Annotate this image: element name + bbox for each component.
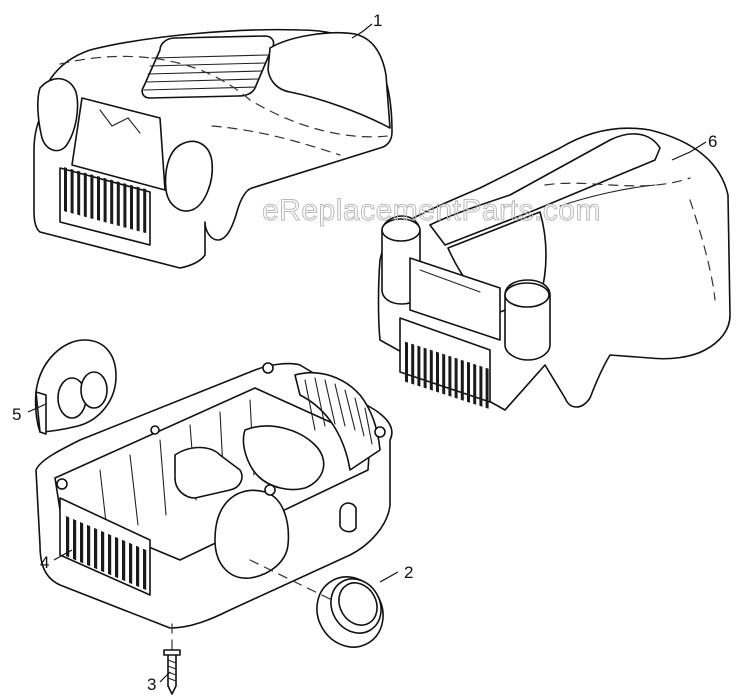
vent-slat <box>130 184 133 230</box>
vent-slat <box>136 545 140 588</box>
leader-lines <box>27 23 707 683</box>
vent-slat <box>454 357 458 399</box>
vent-slat <box>115 536 119 579</box>
vent-slat <box>417 345 421 387</box>
vent-slat <box>485 367 489 409</box>
callout-4: 4 <box>40 553 49 572</box>
callout-1: 1 <box>373 11 382 30</box>
vent-slat <box>103 177 107 223</box>
vent-slat <box>442 353 446 395</box>
vent-slat <box>143 548 147 591</box>
callout-3: 3 <box>147 675 156 694</box>
vent-slat <box>129 542 133 585</box>
part-1-vent-grille <box>64 167 147 234</box>
part-3-screw <box>163 623 181 695</box>
vent-slat <box>90 174 94 220</box>
vent-slat <box>70 168 74 214</box>
callout-6: 6 <box>708 132 717 151</box>
vent-slat <box>479 365 483 407</box>
part-5-side-cap <box>34 339 117 435</box>
vent-slat <box>97 175 100 221</box>
vent-slat <box>143 188 147 234</box>
vent-slat <box>94 527 98 570</box>
part-1-top-cover <box>33 28 393 269</box>
vent-slat <box>73 518 77 561</box>
part-2-wheel-cap <box>316 576 384 648</box>
vent-slat <box>123 183 127 228</box>
vent-slat <box>429 349 433 391</box>
part-6-motor-housing <box>377 127 731 411</box>
vent-slat <box>122 539 126 582</box>
part-4-vent-grille <box>66 516 147 591</box>
vent-slat <box>136 186 140 232</box>
vent-slat <box>80 521 84 564</box>
part-4-base-tray <box>35 362 393 629</box>
vent-slat <box>448 355 452 397</box>
vent-slat <box>467 361 470 403</box>
vent-slat <box>460 359 464 401</box>
vent-slat <box>116 181 120 227</box>
vent-slat <box>411 343 415 385</box>
vent-slat <box>87 524 91 567</box>
vent-slat <box>66 516 70 558</box>
watermark: eReplacementParts.com <box>262 194 601 227</box>
vent-slat <box>473 363 477 405</box>
callout-2: 2 <box>404 563 413 582</box>
vent-slat <box>405 341 408 383</box>
vent-slat <box>101 530 105 573</box>
part-6-vent-grille <box>405 341 489 409</box>
vent-slat <box>436 351 439 393</box>
vent-slat <box>108 533 112 576</box>
callout-5: 5 <box>12 405 21 424</box>
vent-slat <box>110 179 114 225</box>
vent-slat <box>423 347 427 389</box>
vent-slat <box>77 170 81 216</box>
vent-slat <box>83 172 87 218</box>
vent-slat <box>64 167 67 212</box>
